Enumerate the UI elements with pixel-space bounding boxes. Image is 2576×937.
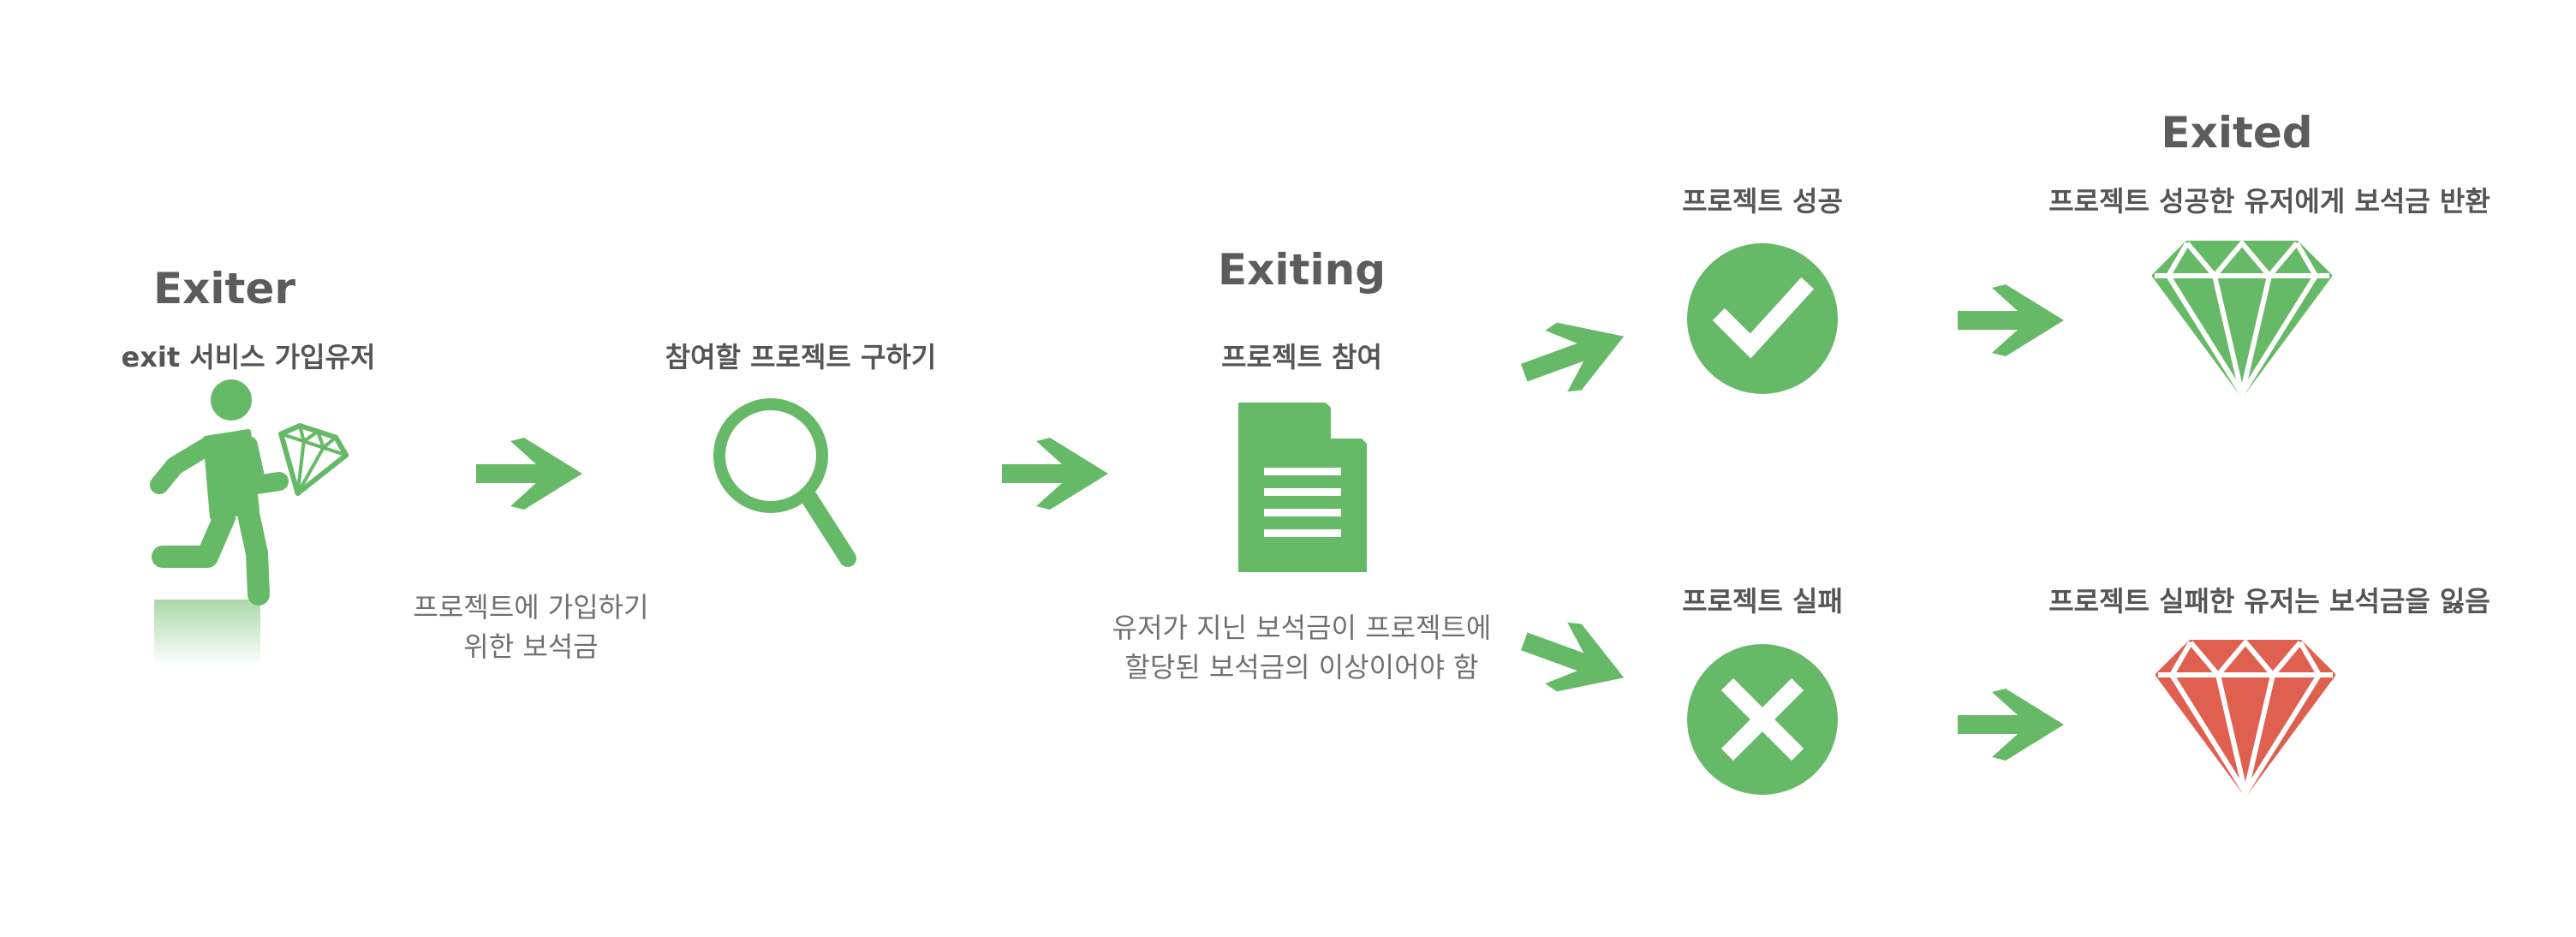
check-circle-icon [1687,243,1838,394]
fail-label: 프로젝트 실패 [1682,585,1843,618]
exited-title: Exited [2161,108,2313,158]
exiting-subtitle: 프로젝트 참여 [1221,341,1382,373]
search-subtitle: 참여할 프로젝트 구하기 [665,341,937,373]
exiting-note-line2: 할당된 보석금의 이상이어야 함 [1124,651,1479,683]
exiter-title: Exiter [152,264,296,313]
running-person-with-diamond-icon [150,379,349,666]
diamond-icon-fail [2156,640,2335,796]
exiter-note: 프로젝트에 가입하기 위한 보석금 [413,588,648,666]
success-result: 프로젝트 성공한 유저에게 보석금 반환 [2048,185,2490,218]
exiting-note: 유저가 지닌 보석금이 프로젝트에 할당된 보석금의 이상이어야 함 [1112,608,1492,687]
arrow-to-returned-icon [1958,284,2064,356]
reflection [154,600,260,666]
arrow-to-search-icon [476,438,582,510]
arrow-to-fail-icon [1512,607,1637,712]
exiter-subtitle: exit 서비스 가입유저 [121,341,376,373]
exiter-note-line2: 위한 보석금 [463,630,599,663]
success-label: 프로젝트 성공 [1682,185,1843,218]
small-diamond-icon [278,422,349,497]
arrow-to-success-icon [1512,302,1637,407]
exiter-note-line1: 프로젝트에 가입하기 [413,591,649,624]
fail-result: 프로젝트 실패한 유저는 보석금을 잃음 [2048,585,2490,618]
diamond-icon [2152,241,2332,397]
exiting-note-line1: 유저가 지닌 보석금이 프로젝트에 [1112,612,1492,644]
exiting-title: Exiting [1218,245,1386,295]
x-circle-icon [1687,644,1838,795]
arrow-to-exiting-icon [1002,438,1108,510]
document-icon [1238,403,1367,572]
arrow-to-lost-icon [1958,689,2064,761]
magnifier-icon [713,398,856,567]
